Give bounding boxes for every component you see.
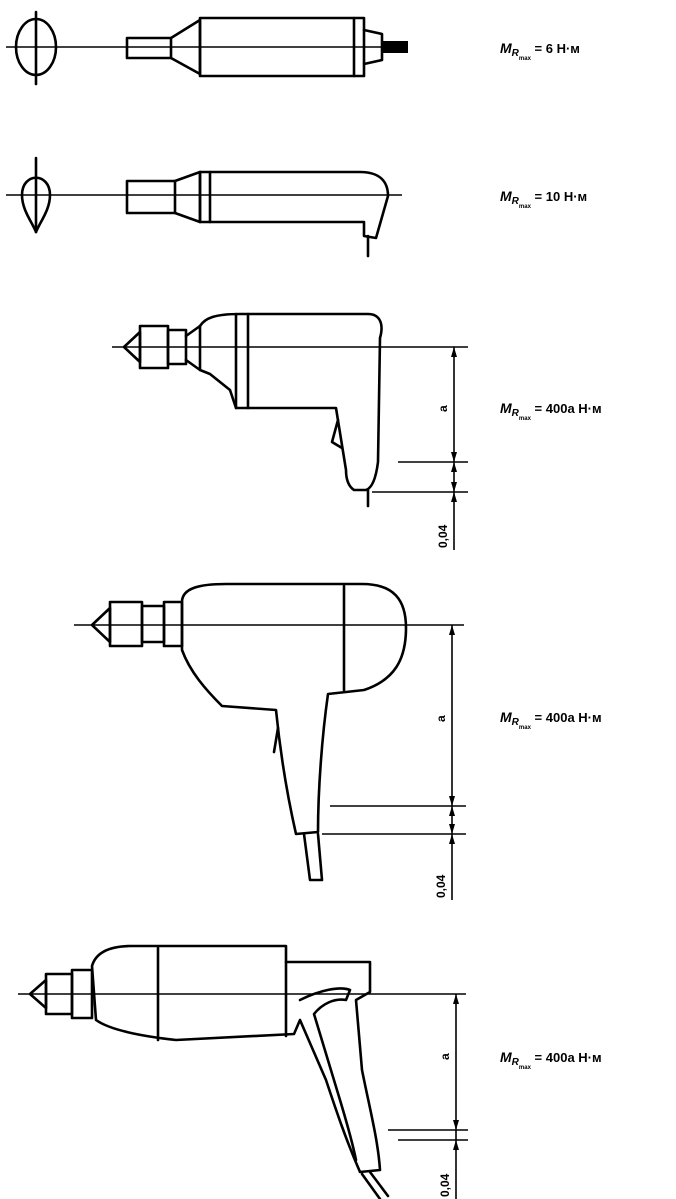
trigger bbox=[272, 726, 280, 754]
angle-body bbox=[198, 170, 390, 240]
straight-tool-figure bbox=[6, 10, 408, 86]
chuck bbox=[108, 600, 144, 648]
nose-taper bbox=[173, 170, 202, 224]
moment-formula-1: MRmax = 6 Н·м bbox=[500, 40, 580, 62]
trigger bbox=[330, 418, 344, 450]
pistol-body bbox=[198, 312, 383, 492]
pistol-tool-2-figure bbox=[74, 582, 466, 900]
dim-b-label-3: 0,04 bbox=[436, 524, 450, 548]
collar bbox=[140, 604, 166, 644]
nose bbox=[184, 324, 202, 372]
spindle bbox=[125, 36, 173, 60]
air-hose bbox=[360, 1170, 390, 1199]
pistol-tool-1-figure bbox=[112, 312, 468, 550]
moment-formula-4: MRmax = 400a Н·м bbox=[500, 709, 602, 731]
dim-arrows bbox=[451, 347, 457, 502]
angle-tool-figure bbox=[6, 156, 402, 258]
dim-arrows bbox=[449, 625, 455, 844]
dim-a-label-3: a bbox=[436, 405, 450, 412]
body bbox=[198, 16, 366, 78]
pistol-tool-3-figure bbox=[18, 944, 468, 1199]
moment-formula-2: MRmax = 10 Н·м bbox=[500, 188, 588, 210]
pistol-body bbox=[90, 944, 382, 1174]
collar bbox=[166, 328, 188, 366]
cross-section-drop bbox=[20, 176, 52, 234]
dim-a-label-5: a bbox=[438, 1053, 452, 1060]
pistol-body bbox=[180, 582, 408, 836]
moment-formula-3: MRmax = 400a Н·м bbox=[500, 400, 602, 422]
dim-b-label-4: 0,04 bbox=[434, 874, 448, 898]
dim-a-label-4: a bbox=[434, 715, 448, 722]
moment-formula-5: MRmax = 400a Н·м bbox=[500, 1049, 602, 1071]
hose-connector bbox=[382, 41, 408, 53]
spindle bbox=[125, 179, 177, 215]
collar bbox=[70, 968, 94, 1020]
air-inlet bbox=[302, 832, 324, 882]
grip-inner bbox=[298, 987, 358, 1162]
dim-b-label-5: 0,04 bbox=[438, 1173, 452, 1197]
nose bbox=[162, 600, 184, 648]
